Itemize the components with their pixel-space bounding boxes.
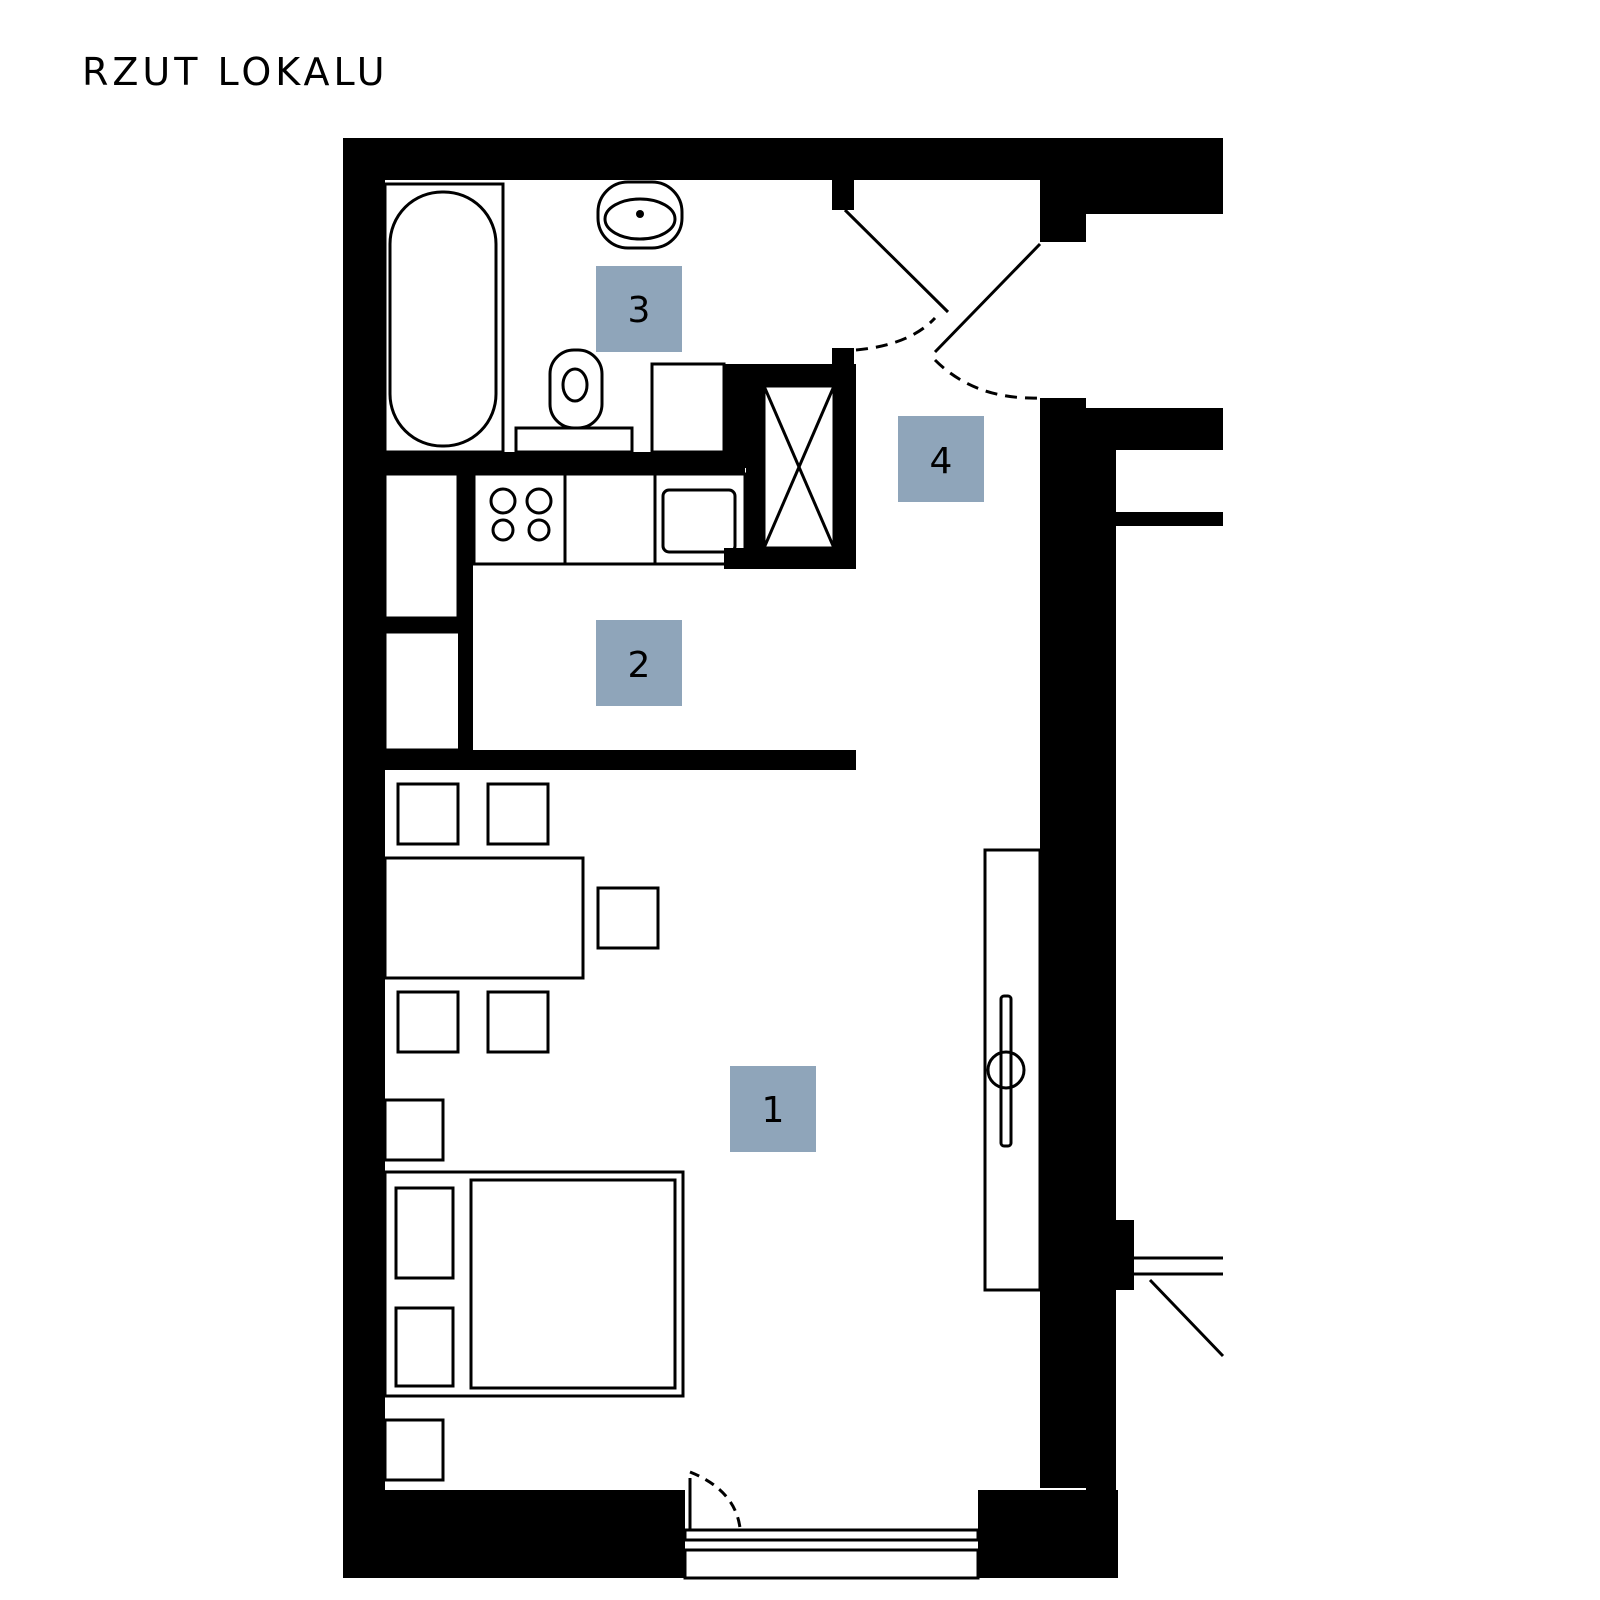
wall-room-divider bbox=[385, 750, 856, 770]
wall-stub-mid bbox=[1086, 408, 1223, 450]
room-2-label: 2 bbox=[596, 620, 682, 706]
room-label-bg bbox=[596, 620, 682, 706]
wall-door-jamb-2 bbox=[832, 348, 854, 364]
balcony-window bbox=[683, 1528, 980, 1542]
wall-shaft-top bbox=[724, 364, 856, 386]
wall-right-column bbox=[1086, 450, 1116, 1578]
room-label-bg bbox=[730, 1066, 816, 1152]
washbasin bbox=[596, 180, 684, 250]
room-3-label: 3 bbox=[596, 266, 682, 352]
fridge bbox=[383, 472, 460, 620]
wall-shaft-right bbox=[834, 364, 856, 569]
nightstand bbox=[383, 1418, 445, 1482]
plan-title: RZUT LOKALU bbox=[82, 50, 389, 94]
wall-kitchen-left bbox=[458, 474, 473, 756]
wall-bottom-left bbox=[343, 1490, 685, 1578]
wall-right-upper bbox=[1040, 180, 1086, 242]
room-label-bg bbox=[898, 416, 984, 502]
wall-shaft-left bbox=[746, 386, 764, 548]
kitchen-sink bbox=[653, 472, 747, 566]
washing-machine bbox=[650, 362, 726, 454]
room-1-label: 1 bbox=[730, 1066, 816, 1152]
room-labels: 1 2 3 4 bbox=[596, 266, 984, 1152]
kitchen-fixtures bbox=[383, 384, 836, 752]
wardrobe bbox=[983, 848, 1042, 1292]
room-number: 2 bbox=[628, 645, 651, 686]
wall-door-jamb-1 bbox=[832, 180, 854, 210]
kitchen-counter bbox=[563, 472, 657, 566]
pillow bbox=[394, 1186, 455, 1280]
wall-kitchen-closet bbox=[385, 618, 458, 632]
wall-stub-top bbox=[1086, 180, 1223, 214]
chair bbox=[396, 782, 460, 846]
chair bbox=[486, 782, 550, 846]
chair bbox=[486, 990, 550, 1054]
wall-bath-right bbox=[724, 364, 746, 468]
wall-shaft-bottom bbox=[724, 548, 856, 569]
room-number: 1 bbox=[762, 1090, 785, 1131]
wall-right-main bbox=[1040, 398, 1086, 1488]
doors bbox=[683, 208, 1225, 1580]
bathtub bbox=[383, 182, 505, 454]
wall-pier bbox=[1116, 1220, 1134, 1290]
cooktop bbox=[472, 472, 567, 566]
wall-top bbox=[343, 138, 1223, 180]
kitchen-closet bbox=[383, 630, 473, 752]
bathroom-fixtures bbox=[383, 180, 726, 454]
chair bbox=[396, 990, 460, 1054]
chair bbox=[596, 886, 660, 950]
room-4-label: 4 bbox=[898, 416, 984, 502]
wall-bath-kitchen bbox=[385, 452, 745, 474]
wall-stub-low bbox=[1086, 512, 1223, 526]
room-number: 4 bbox=[930, 441, 953, 482]
toilet bbox=[514, 348, 634, 454]
walls bbox=[343, 138, 1223, 1578]
room-number: 3 bbox=[628, 290, 651, 331]
pillow bbox=[394, 1306, 455, 1388]
bed bbox=[383, 1170, 685, 1398]
nightstand bbox=[383, 1098, 445, 1162]
room-label-bg bbox=[596, 266, 682, 352]
living-room-furniture bbox=[383, 782, 1042, 1482]
wall-left bbox=[343, 138, 385, 1578]
dining-table bbox=[383, 856, 585, 980]
ventilation-shaft bbox=[762, 384, 836, 550]
